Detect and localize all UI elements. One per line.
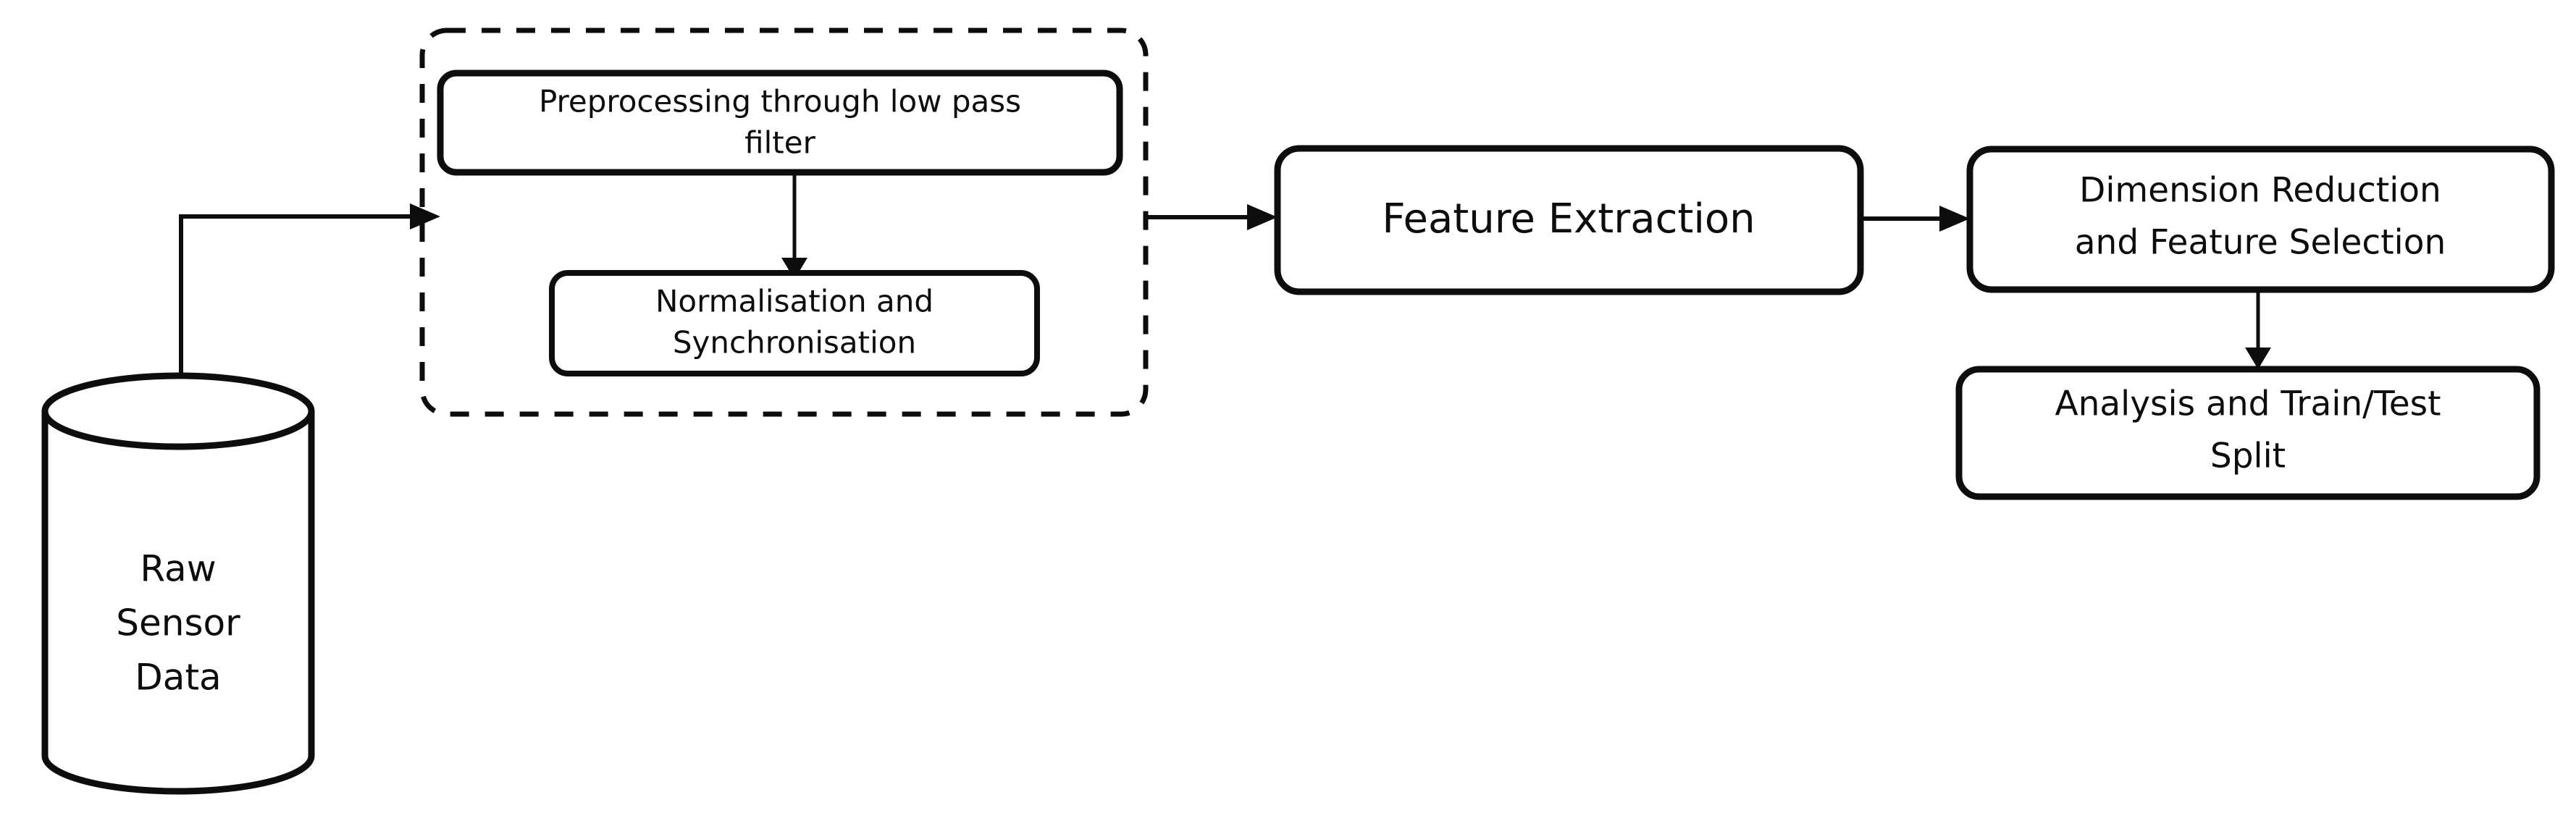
edge-raw-to-group-arrowhead [410, 203, 440, 229]
node-raw-sensor-data-cylinder-body[interactable] [41, 411, 315, 795]
node-dimension-reduction-rect[interactable] [1966, 146, 2555, 293]
node-preprocessing-rect[interactable] [437, 70, 1123, 176]
node-raw-sensor-data[interactable]: Raw Sensor Data [41, 372, 315, 795]
node-normalisation-rect[interactable] [549, 270, 1040, 376]
node-feature-extraction-rect[interactable] [1274, 145, 1864, 295]
edge-preprocessing-to-normalisation [781, 174, 807, 279]
edge-pp-to-norm-arrowhead [781, 258, 807, 279]
edge-feature-extraction-to-dimension-reduction [1860, 206, 1970, 232]
preprocessing-group-dashed-border [419, 28, 1149, 417]
node-dimension-reduction-label-line2: and Feature Selection [2075, 223, 2446, 263]
preprocessing-group [419, 28, 1149, 417]
node-raw-sensor-data-cylinder-top[interactable] [41, 372, 315, 450]
node-preprocessing-label-line2: filter [744, 125, 815, 161]
node-raw-sensor-data-label-line2: Sensor [116, 602, 240, 644]
node-normalisation-label-line1: Normalisation and [655, 284, 934, 319]
node-preprocessing-label-line1: Preprocessing through low pass [539, 84, 1021, 119]
edge-raw-to-preprocessing-group [179, 203, 440, 385]
node-analysis-split-rect[interactable] [1955, 366, 2541, 500]
node-dimension-reduction[interactable]: Dimension Reduction and Feature Selectio… [1966, 146, 2555, 293]
node-raw-sensor-data-label-line1: Raw [140, 548, 216, 590]
edge-dr-to-analysis-arrowhead [2245, 348, 2271, 369]
edge-dimension-reduction-to-analysis [2245, 290, 2271, 369]
node-normalisation[interactable]: Normalisation and Synchronisation [549, 270, 1040, 376]
node-analysis-split-label-line1: Analysis and Train/Test [2055, 384, 2441, 424]
node-feature-extraction[interactable]: Feature Extraction [1274, 145, 1864, 295]
node-raw-sensor-data-label-line3: Data [135, 657, 221, 699]
edge-group-to-fe-arrowhead [1247, 204, 1277, 230]
edge-group-to-feature-extraction [1146, 204, 1277, 230]
node-analysis-split-label-line2: Split [2210, 437, 2286, 476]
node-dimension-reduction-label-line1: Dimension Reduction [2079, 171, 2441, 211]
edge-fe-to-dr-arrowhead [1939, 206, 1970, 232]
node-feature-extraction-label: Feature Extraction [1382, 195, 1755, 243]
node-normalisation-label-line2: Synchronisation [673, 325, 916, 361]
edge-raw-to-group-line [179, 214, 411, 385]
node-preprocessing[interactable]: Preprocessing through low pass filter [437, 70, 1123, 176]
node-analysis-split[interactable]: Analysis and Train/Test Split [1955, 366, 2541, 500]
